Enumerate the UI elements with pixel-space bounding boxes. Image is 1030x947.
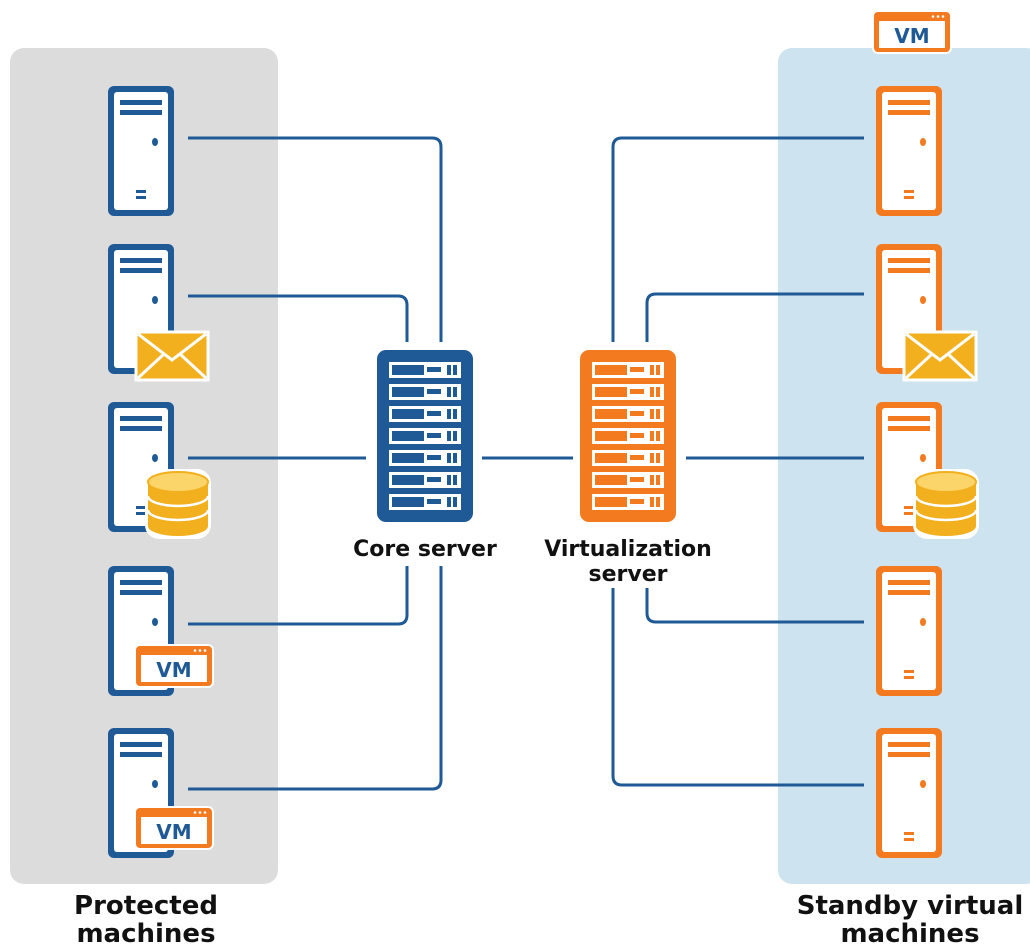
standby-machine-icon [876,86,942,216]
standby-machine-icon [876,728,942,858]
virtualization-server-label-line1: Virtualization [544,537,712,562]
connector-line [645,588,864,624]
connector-line [645,292,864,342]
connector-line [188,566,443,791]
connector-line [188,294,409,342]
connector-line [611,136,864,342]
core-server-label: Core server [353,537,497,562]
vm-label: VM [894,24,929,48]
connector-line [611,588,864,787]
database-icon [145,469,211,539]
vm-icon: VM [134,644,214,688]
vm-icon: VM [872,10,952,54]
virtualization-server-label-line2: server [589,562,668,587]
protected-machines-label-line2: machines [76,919,215,947]
connector-line [188,566,409,626]
standby-machines-label-line2: machines [840,919,979,947]
protected-machine-icon [108,86,174,216]
standby-machines-label-line1: Standby virtual [797,891,1024,921]
database-icon [913,469,979,539]
protected-machines-label-line1: Protected [74,891,218,921]
mail-icon [902,330,978,382]
vm-label: VM [156,820,191,844]
virtualization-server-icon [580,350,676,522]
connector-line [188,136,443,342]
vm-icon: VM [134,806,214,850]
protected-machines-group: VM VM [108,86,214,858]
standby-machine-icon [876,566,942,696]
mail-icon [134,330,210,382]
vm-label: VM [156,658,191,682]
network-connectors [188,136,864,791]
standby-machines-group: VM [872,10,979,858]
core-server-icon [377,350,473,522]
